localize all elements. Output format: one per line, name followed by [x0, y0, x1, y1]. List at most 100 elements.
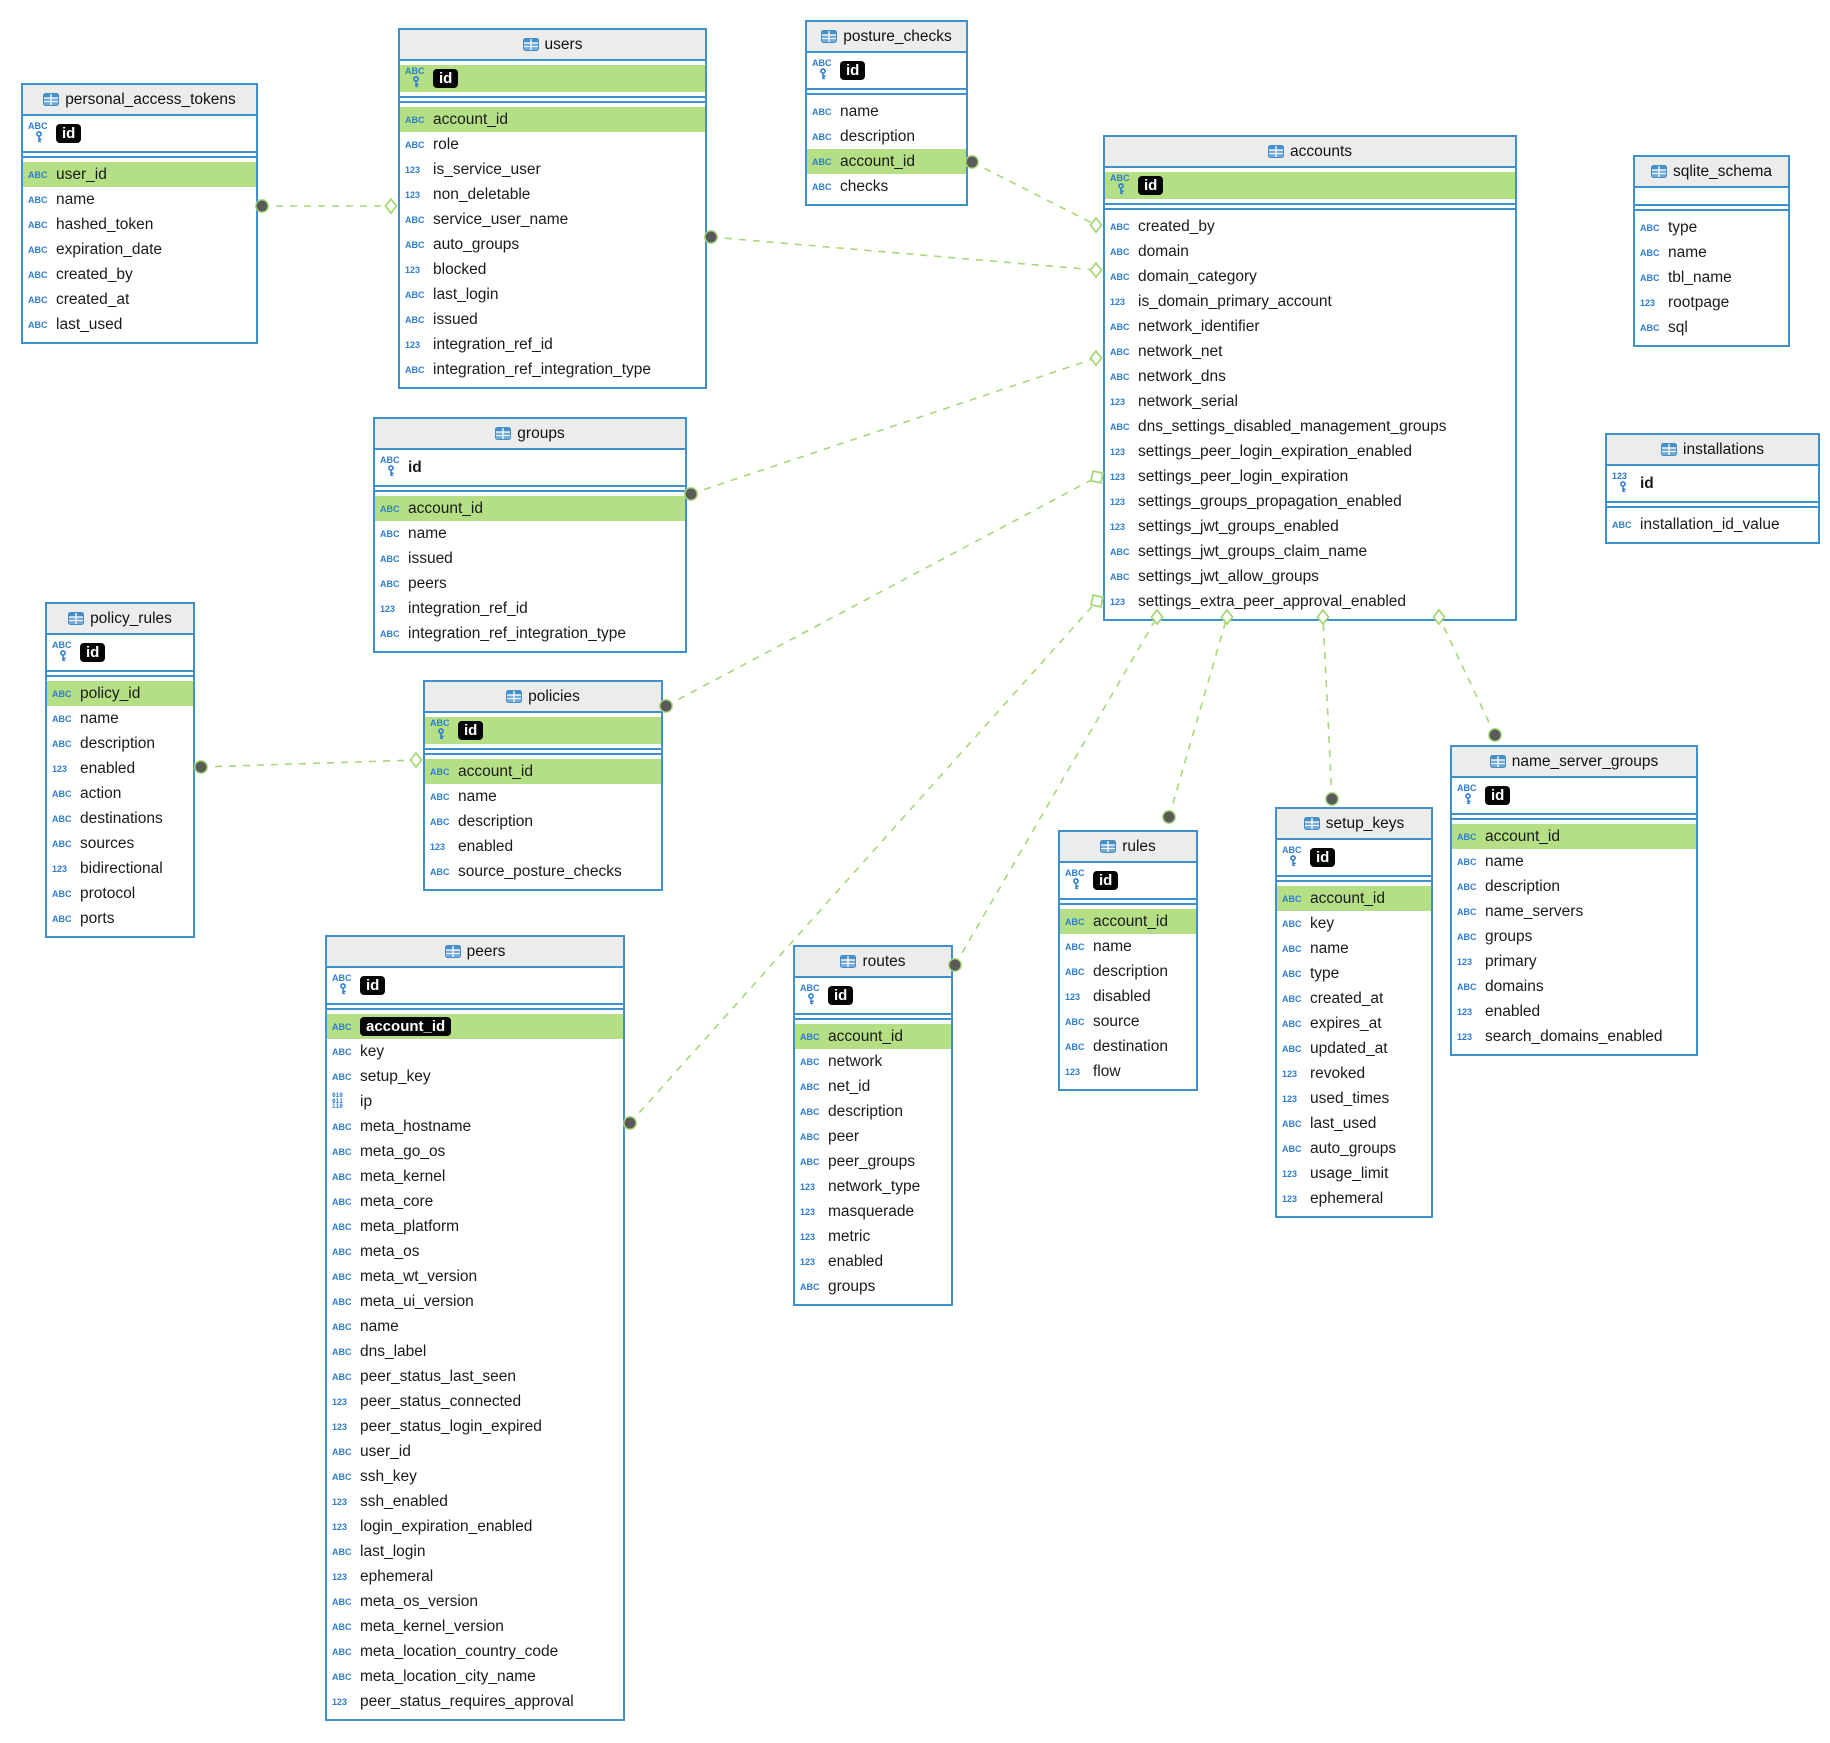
table-header[interactable]: setup_keys [1277, 809, 1431, 840]
table-header[interactable]: peers [327, 937, 623, 968]
table-header[interactable]: policy_rules [47, 604, 193, 635]
table-header[interactable]: policies [425, 682, 661, 713]
table-header[interactable]: users [400, 30, 705, 61]
table-header[interactable]: name_server_groups [1452, 747, 1696, 778]
table-header[interactable]: installations [1607, 435, 1818, 466]
